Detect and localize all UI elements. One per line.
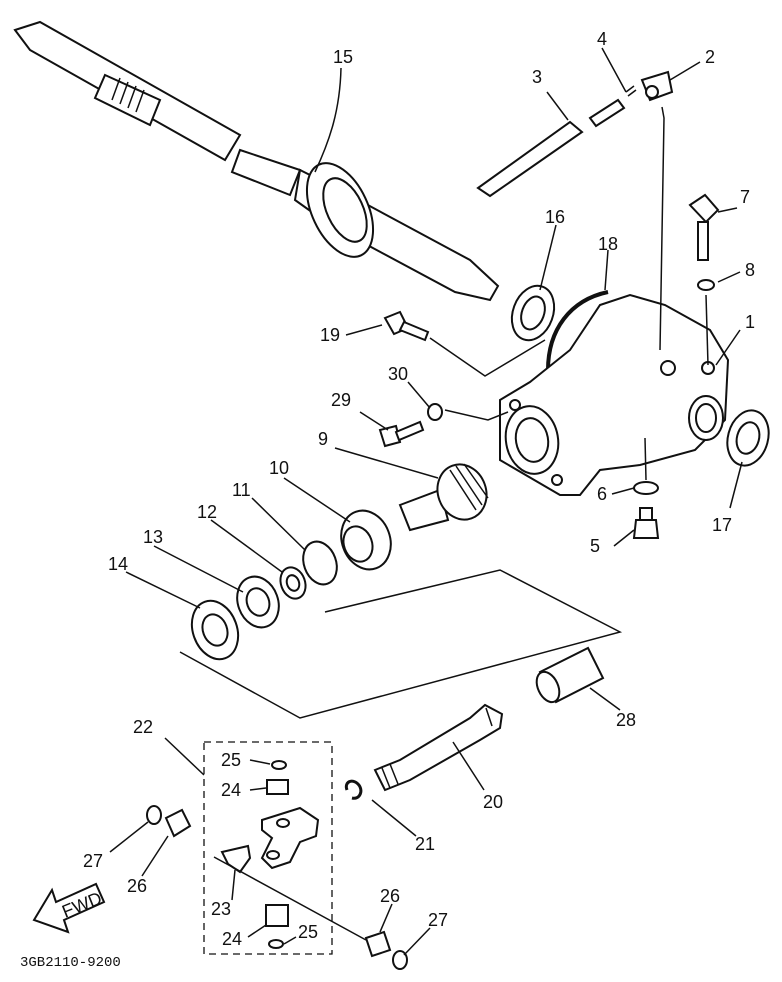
label-27-left: 27: [83, 851, 103, 871]
small-bearing-part: [236, 575, 280, 629]
label-1: 1: [745, 312, 755, 332]
diagram-reference-code: 3GB2110-9200: [20, 955, 121, 971]
leader-lines: [109, 47, 743, 956]
label-14: 14: [108, 554, 128, 574]
label-11: 11: [232, 480, 251, 500]
label-7: 7: [740, 187, 750, 207]
breather-cap-part: [688, 193, 720, 291]
label-24-bottom: 24: [222, 929, 242, 949]
breather-joint-part: [625, 70, 674, 102]
label-25-top: 25: [221, 750, 241, 770]
oil-seal-part: [510, 284, 556, 342]
label-6: 6: [597, 484, 607, 504]
o-ring-arc-part: [546, 290, 609, 371]
breather-hose-part: [476, 98, 626, 198]
label-26-left: 26: [127, 876, 147, 896]
label-27-right: 27: [428, 910, 448, 930]
label-24-top: 24: [221, 780, 241, 800]
label-5: 5: [590, 536, 600, 556]
bolt-parts: [378, 310, 443, 448]
assembly-leader-line: [179, 569, 623, 719]
label-20: 20: [483, 792, 503, 812]
universal-joint-group-box: [203, 741, 333, 955]
label-4: 4: [597, 29, 607, 49]
universal-joint-part: [220, 760, 320, 949]
label-12: 12: [197, 502, 217, 522]
label-21: 21: [415, 834, 435, 854]
final-gear-case-part: [499, 293, 730, 496]
circlip-part: [344, 779, 363, 800]
label-22: 22: [133, 717, 153, 737]
drain-plug-part: [632, 481, 660, 539]
shim-part: [279, 566, 307, 600]
bearing-part: [340, 509, 392, 571]
label-29: 29: [331, 390, 351, 410]
label-13: 13: [143, 527, 163, 547]
label-18: 18: [598, 234, 618, 254]
label-16: 16: [545, 207, 565, 227]
label-9: 9: [318, 429, 328, 449]
label-23: 23: [211, 899, 231, 919]
label-19: 19: [320, 325, 340, 345]
label-10: 10: [269, 458, 289, 478]
bearing-retainer-part: [190, 599, 240, 661]
label-17: 17: [712, 515, 732, 535]
label-8: 8: [745, 260, 755, 280]
coupling-part: [535, 646, 605, 704]
drive-shaft-part: [373, 703, 504, 792]
axle-shaft-part: [13, 20, 500, 302]
label-15: 15: [333, 47, 353, 67]
label-3: 3: [532, 67, 542, 87]
part-labels: 15 3 4 2 7 16 18 8 1 19 30 29 9 10 11 12…: [20, 29, 755, 971]
forward-arrow-icon: [32, 882, 106, 934]
o-ring-part: [302, 540, 338, 586]
label-25-bottom: 25: [298, 922, 318, 942]
right-oil-seal-part: [726, 409, 770, 467]
label-2: 2: [705, 47, 715, 67]
drive-pinion-part: [398, 463, 489, 532]
label-30: 30: [388, 364, 408, 384]
label-26-right: 26: [380, 886, 400, 906]
bushing-parts: [146, 805, 408, 970]
label-28: 28: [616, 710, 636, 730]
